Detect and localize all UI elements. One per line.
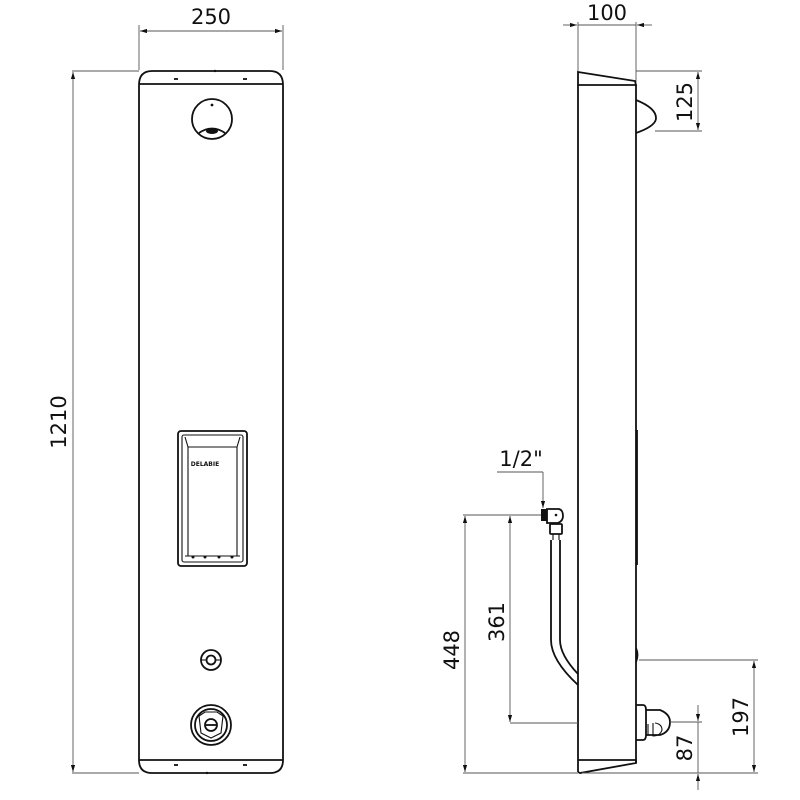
push-button-side-icon (636, 704, 671, 741)
button-height-label: 87 (673, 735, 697, 762)
panel-side-body (577, 70, 657, 774)
dimension-depth: 100 (563, 1, 652, 82)
dimension-showerhead: 125 (636, 70, 702, 132)
side-view: 100 125 (440, 1, 758, 790)
panel-body (138, 69, 284, 775)
connection-label: 1/2" (499, 447, 542, 471)
shower-head-icon (191, 98, 233, 140)
inlet-hose (541, 508, 579, 686)
height-label: 1210 (47, 395, 71, 448)
front-view: 250 1210 (47, 5, 284, 775)
dimension-hose-height: 361 (485, 516, 578, 724)
hose-height-label: 361 (485, 602, 509, 642)
width-label: 250 (191, 5, 231, 29)
dimension-height: 1210 (47, 70, 139, 774)
dimension-control-height: 197 (582, 659, 758, 774)
control-height-label: 197 (729, 697, 753, 737)
dimension-inlet-height: 448 (440, 514, 578, 774)
depth-label: 100 (587, 1, 627, 25)
dimension-width: 250 (138, 5, 284, 70)
valve-knob-icon (200, 649, 222, 671)
dimension-connection: 1/2" (497, 447, 546, 508)
inlet-height-label: 448 (440, 630, 464, 670)
control-module: DELABIE (177, 430, 248, 567)
dimension-button-height: 87 (670, 705, 702, 790)
showerhead-height-label: 125 (673, 82, 697, 122)
push-button-icon (190, 704, 232, 746)
brand-logo: DELABIE (191, 461, 219, 468)
